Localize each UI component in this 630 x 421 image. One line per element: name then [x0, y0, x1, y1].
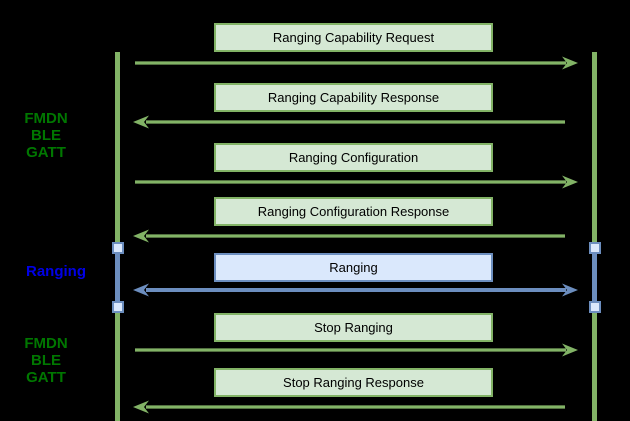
section-label-fmdn-ble-gatt-top: FMDN BLE GATT	[24, 110, 68, 161]
message-label: Ranging Configuration	[288, 150, 419, 165]
message-box: Ranging Configuration	[214, 143, 493, 172]
message-arrow-right	[135, 56, 578, 70]
message-arrow-left	[133, 229, 565, 243]
ranging-segment-right	[592, 246, 597, 310]
message-label: Ranging	[329, 260, 378, 275]
message-box: Ranging Capability Response	[214, 83, 493, 112]
ranging-node-top-left	[112, 242, 124, 254]
message-box: Stop Ranging Response	[214, 368, 493, 397]
lifeline-left	[115, 52, 120, 421]
ranging-node-top-right	[589, 242, 601, 254]
ranging-node-bottom-left	[112, 301, 124, 313]
section-label-ranging: Ranging	[26, 263, 86, 280]
message-box: Stop Ranging	[214, 313, 493, 342]
message-arrow-left	[133, 115, 565, 129]
message-arrow-right	[135, 343, 578, 357]
message-label: Stop Ranging	[314, 320, 393, 335]
message-label: Ranging Configuration Response	[257, 204, 450, 219]
message-label: Stop Ranging Response	[283, 375, 424, 390]
message-box: Ranging Configuration Response	[214, 197, 493, 226]
message-label: Ranging Capability Response	[267, 90, 440, 105]
message-box: Ranging	[214, 253, 493, 282]
lifeline-right	[592, 52, 597, 421]
message-box: Ranging Capability Request	[214, 23, 493, 52]
section-label-fmdn-ble-gatt-bottom: FMDN BLE GATT	[24, 335, 68, 386]
message-arrow-right	[135, 175, 578, 189]
ranging-node-bottom-right	[589, 301, 601, 313]
ranging-segment-left	[115, 246, 120, 310]
message-arrow-both	[133, 283, 578, 297]
message-arrow-left	[133, 400, 565, 414]
message-label: Ranging Capability Request	[272, 30, 435, 45]
